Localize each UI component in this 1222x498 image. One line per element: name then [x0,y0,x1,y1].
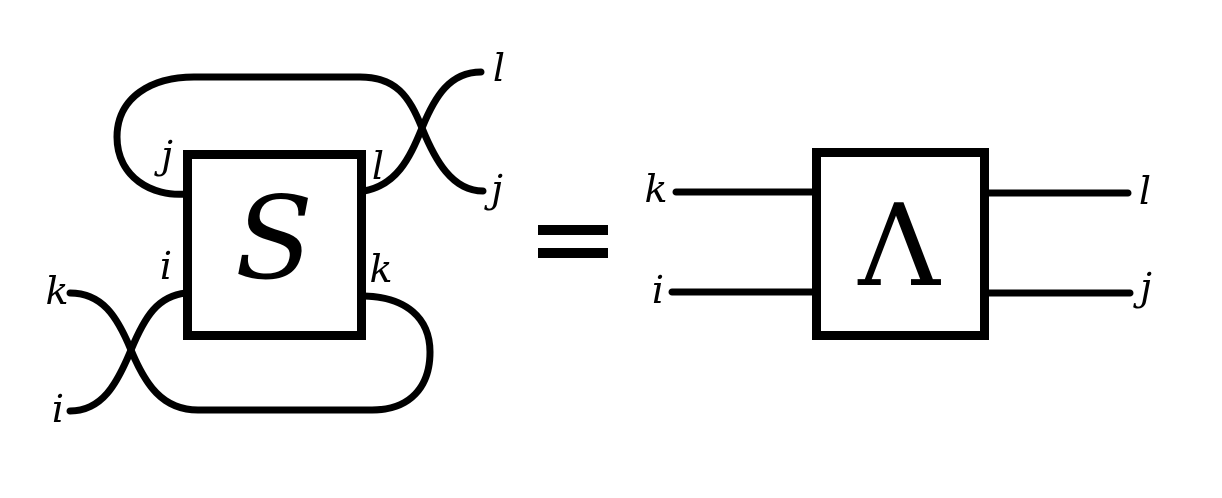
wire-j-top-loop [113,73,487,198]
s-tensor-box [183,150,366,340]
lambda-tensor-box [812,148,989,340]
rhs-diagram: Λ k i l j [644,148,1152,340]
wire-i-cross [66,289,190,415]
rhs-label-i: i [652,268,664,312]
external-label-j: j [484,167,503,211]
lambda-tensor-label: Λ [857,180,941,312]
external-label-k: k [45,269,68,313]
wire-k-bottom-loop [66,289,434,414]
wire-l-cross [360,68,485,195]
port-label-i: i [160,244,172,288]
s-tensor-label: S [235,172,313,305]
external-label-l: l [493,46,505,90]
lhs-diagram: S j l i k l j k i [45,46,505,431]
port-label-l: l [372,144,384,188]
external-label-i: i [52,387,64,431]
equals-sign: = [538,225,608,258]
port-label-j: j [154,133,173,177]
rhs-label-j: j [1133,265,1152,309]
equals-top-bar [538,225,608,235]
port-label-k: k [369,247,392,291]
rhs-label-k: k [644,167,667,211]
equals-bottom-bar [538,248,608,258]
rhs-label-l: l [1139,169,1151,213]
